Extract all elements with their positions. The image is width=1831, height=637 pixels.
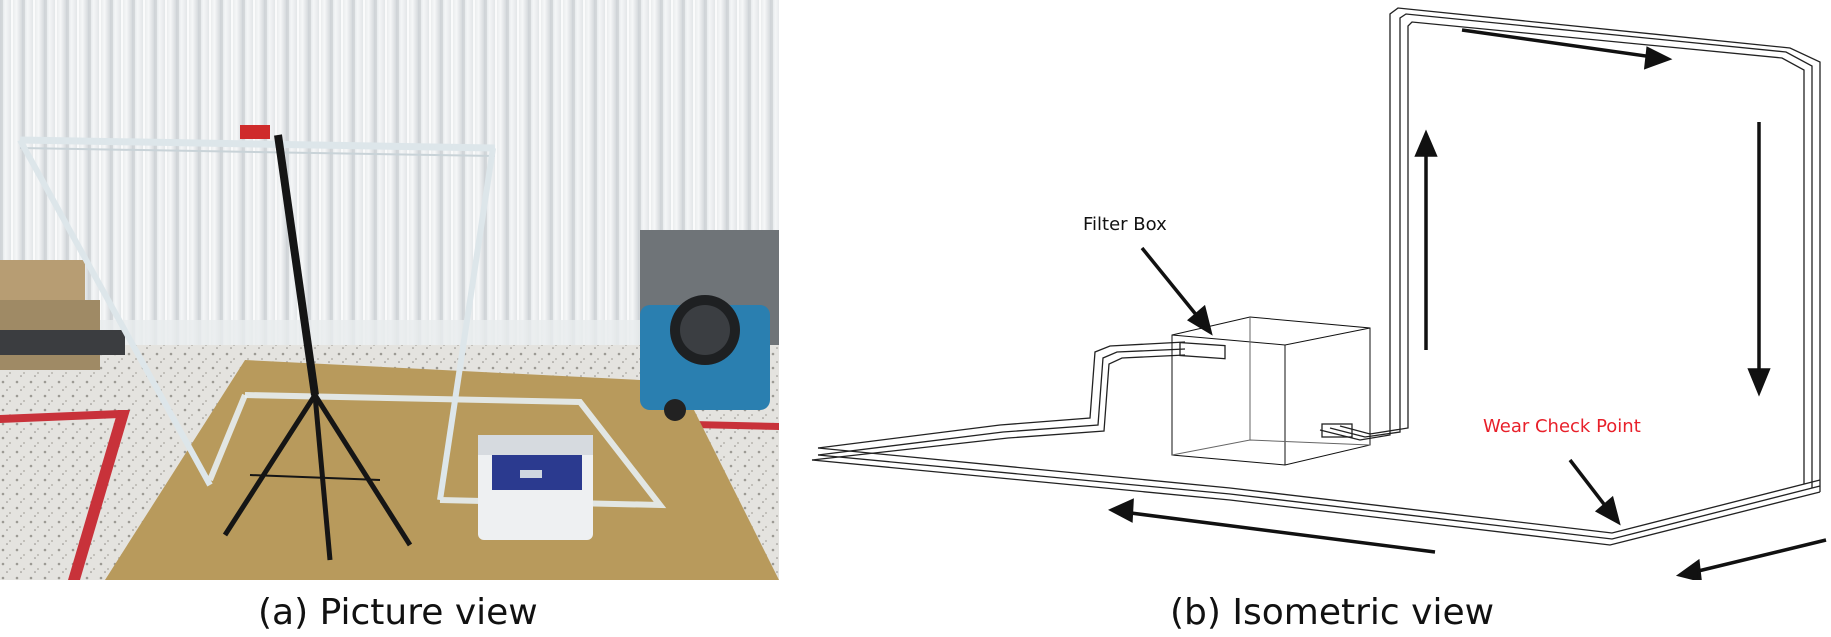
wear-check-point-pointer-arrow [1594, 495, 1621, 526]
wear-check-point-label: Wear Check Point [1483, 416, 1641, 437]
flow-arrow-right-down [1747, 368, 1771, 397]
flow-arrow-bottom-right [1675, 558, 1702, 580]
picture-view-photo [0, 0, 779, 580]
pipe-loop [811, 7, 1821, 546]
flow-arrows [1108, 28, 1827, 580]
picture-view-panel [0, 0, 779, 580]
flow-arrow-bottom [1108, 498, 1134, 523]
flow-arrow-top [1643, 46, 1673, 70]
flow-arrow-left-up [1414, 129, 1438, 157]
filter-box-pointer-arrow [1187, 304, 1213, 336]
filter-box-shape [1171, 316, 1371, 466]
isometric-diagram: Filter Box Wear Check Point [811, 7, 1827, 580]
filter-box-label: Filter Box [1083, 214, 1167, 235]
isometric-view-panel: Filter Box Wear Check Point [800, 0, 1831, 580]
panel-a-caption: (a) Picture view [258, 592, 538, 633]
panel-b-caption: (b) Isometric view [1170, 592, 1495, 633]
